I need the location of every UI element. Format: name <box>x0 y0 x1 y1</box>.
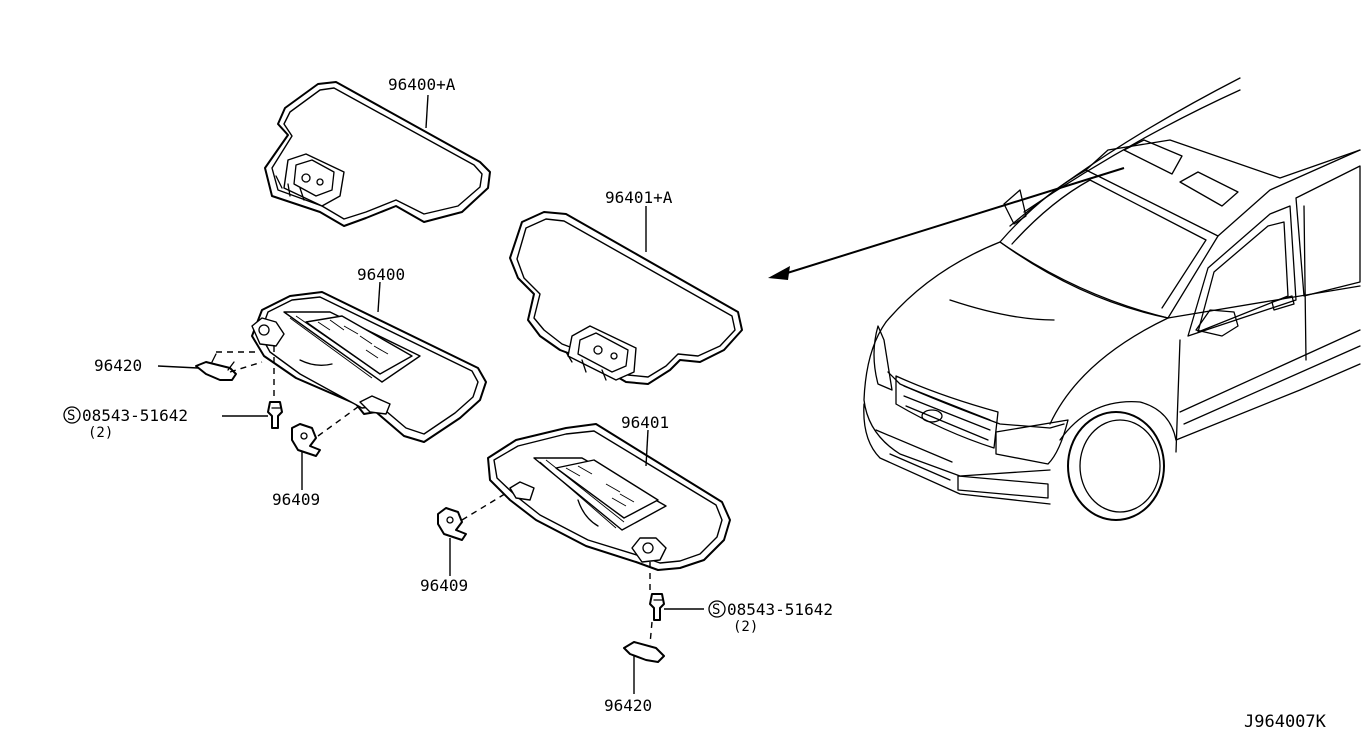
holder-96420-bottom <box>623 641 665 663</box>
label-96409-mid: 96409 <box>420 576 468 595</box>
label-96400: 96400 <box>357 265 405 284</box>
label-screw-right-qty: (2) <box>733 619 758 635</box>
screw-symbol-right: S <box>712 602 720 618</box>
label-96400a: 96400+A <box>388 75 456 94</box>
clip-96409-mid <box>437 507 467 541</box>
holder-96420-left <box>195 353 237 381</box>
label-96420-left: 96420 <box>94 356 142 375</box>
label-96420-bottom: 96420 <box>604 696 652 715</box>
screw-right <box>649 593 665 621</box>
screw-left <box>267 401 283 429</box>
label-96401a: 96401+A <box>605 188 673 207</box>
label-screw-right: 08543-51642 <box>727 600 833 619</box>
location-arrow <box>768 167 1125 280</box>
visor-board-96401a <box>509 211 743 385</box>
car-illustration <box>863 77 1361 521</box>
label-screw-left: 08543-51642 <box>82 406 188 425</box>
diagram-code: J964007K <box>1244 712 1327 732</box>
visor-board-96400a <box>264 81 491 227</box>
screw-symbol-left: S <box>67 408 75 424</box>
label-96401: 96401 <box>621 413 669 432</box>
sun-visor-96400 <box>251 291 487 443</box>
label-screw-left-qty: (2) <box>88 425 113 441</box>
sun-visor-96401 <box>487 423 731 571</box>
clip-96409-left <box>291 423 321 457</box>
label-96409-left: 96409 <box>272 490 320 509</box>
